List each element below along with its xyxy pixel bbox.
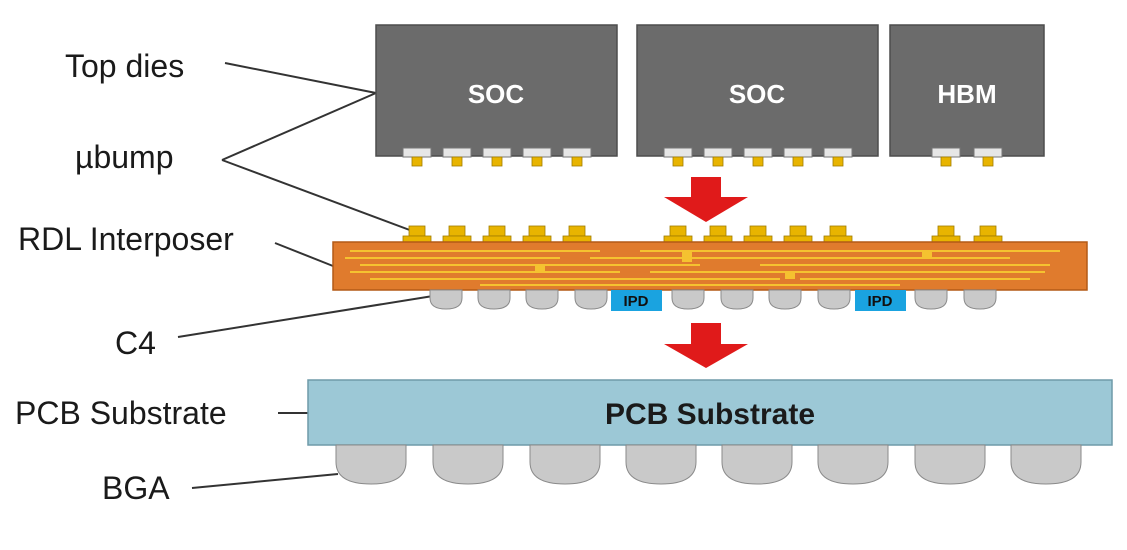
die-microbump: [522, 147, 552, 167]
die-microbump: [703, 147, 733, 167]
die-soc-1-label: SOC: [468, 79, 525, 109]
interposer-microbump: [482, 225, 512, 243]
bga-ball: [625, 444, 697, 485]
top-dies-group: SOC SOC HBM: [375, 24, 1045, 157]
interposer-microbump: [663, 225, 693, 243]
label-top-dies: Top dies: [65, 48, 184, 84]
interposer-microbump: [562, 225, 592, 243]
c4-bump: [525, 289, 559, 310]
leader-rdl: [274, 242, 334, 267]
bga-ball: [335, 444, 407, 485]
die-microbump: [823, 147, 853, 167]
c4-bump: [720, 289, 754, 310]
interposer-microbump: [973, 225, 1003, 243]
leader-ubump-to-interposer: [221, 159, 416, 233]
die-microbump: [663, 147, 693, 167]
c4-bump: [963, 289, 997, 310]
c4-bump: [768, 289, 802, 310]
interposer-microbump: [522, 225, 552, 243]
leader-lines: [177, 62, 434, 489]
rdl-traces: [345, 250, 1060, 286]
bga-ball: [529, 444, 601, 485]
pcb-substrate-label: PCB Substrate: [605, 398, 815, 431]
ipd-1-label: IPD: [623, 293, 648, 310]
arrow-down-2: [664, 323, 748, 368]
c4-bump: [429, 289, 463, 310]
bga-ball: [432, 444, 504, 485]
die-microbump: [402, 147, 432, 167]
bga-ball: [721, 444, 793, 485]
label-bga: BGA: [102, 470, 170, 506]
interposer-microbump: [931, 225, 961, 243]
interposer-microbump: [743, 225, 773, 243]
label-ubump: µbump: [75, 139, 173, 175]
die-microbump: [562, 147, 592, 167]
c4-bump: [914, 289, 948, 310]
bga-balls: [335, 444, 1082, 485]
c4-bump: [574, 289, 608, 310]
c4-bumps: [429, 289, 997, 310]
die-hbm-label: HBM: [937, 79, 996, 109]
die-microbump: [973, 147, 1003, 167]
label-pcb-substrate: PCB Substrate: [15, 395, 227, 431]
arrow-down-1: [664, 177, 748, 222]
interposer-microbump: [442, 225, 472, 243]
bga-ball: [914, 444, 986, 485]
label-c4: C4: [115, 325, 156, 361]
die-microbump: [482, 147, 512, 167]
c4-bump: [671, 289, 705, 310]
pcb-substrate: PCB Substrate: [307, 379, 1113, 446]
interposer-microbump: [703, 225, 733, 243]
leader-bga: [191, 473, 339, 489]
ipd-2: IPD: [855, 290, 906, 311]
die-microbump: [783, 147, 813, 167]
bga-ball: [1010, 444, 1082, 485]
rdl-vias: [535, 250, 932, 279]
leader-c4: [177, 295, 434, 338]
interposer-microbumps: [402, 225, 1003, 243]
c4-bump: [477, 289, 511, 310]
interposer-microbump: [783, 225, 813, 243]
ipd-2-label: IPD: [867, 293, 892, 310]
die-microbumps: [402, 147, 1003, 167]
rdl-interposer: [332, 241, 1088, 291]
die-soc-2: [636, 24, 879, 157]
bga-ball: [817, 444, 889, 485]
interposer-microbump: [823, 225, 853, 243]
die-microbump: [931, 147, 961, 167]
label-rdl-interposer: RDL Interposer: [18, 221, 234, 257]
die-hbm: [889, 24, 1045, 157]
die-microbump: [743, 147, 773, 167]
leader-ubump-to-die: [221, 92, 377, 161]
c4-bump: [817, 289, 851, 310]
ipd-1: IPD: [611, 290, 662, 311]
leader-top-dies: [224, 62, 377, 94]
die-soc-2-label: SOC: [729, 79, 786, 109]
die-microbump: [442, 147, 472, 167]
